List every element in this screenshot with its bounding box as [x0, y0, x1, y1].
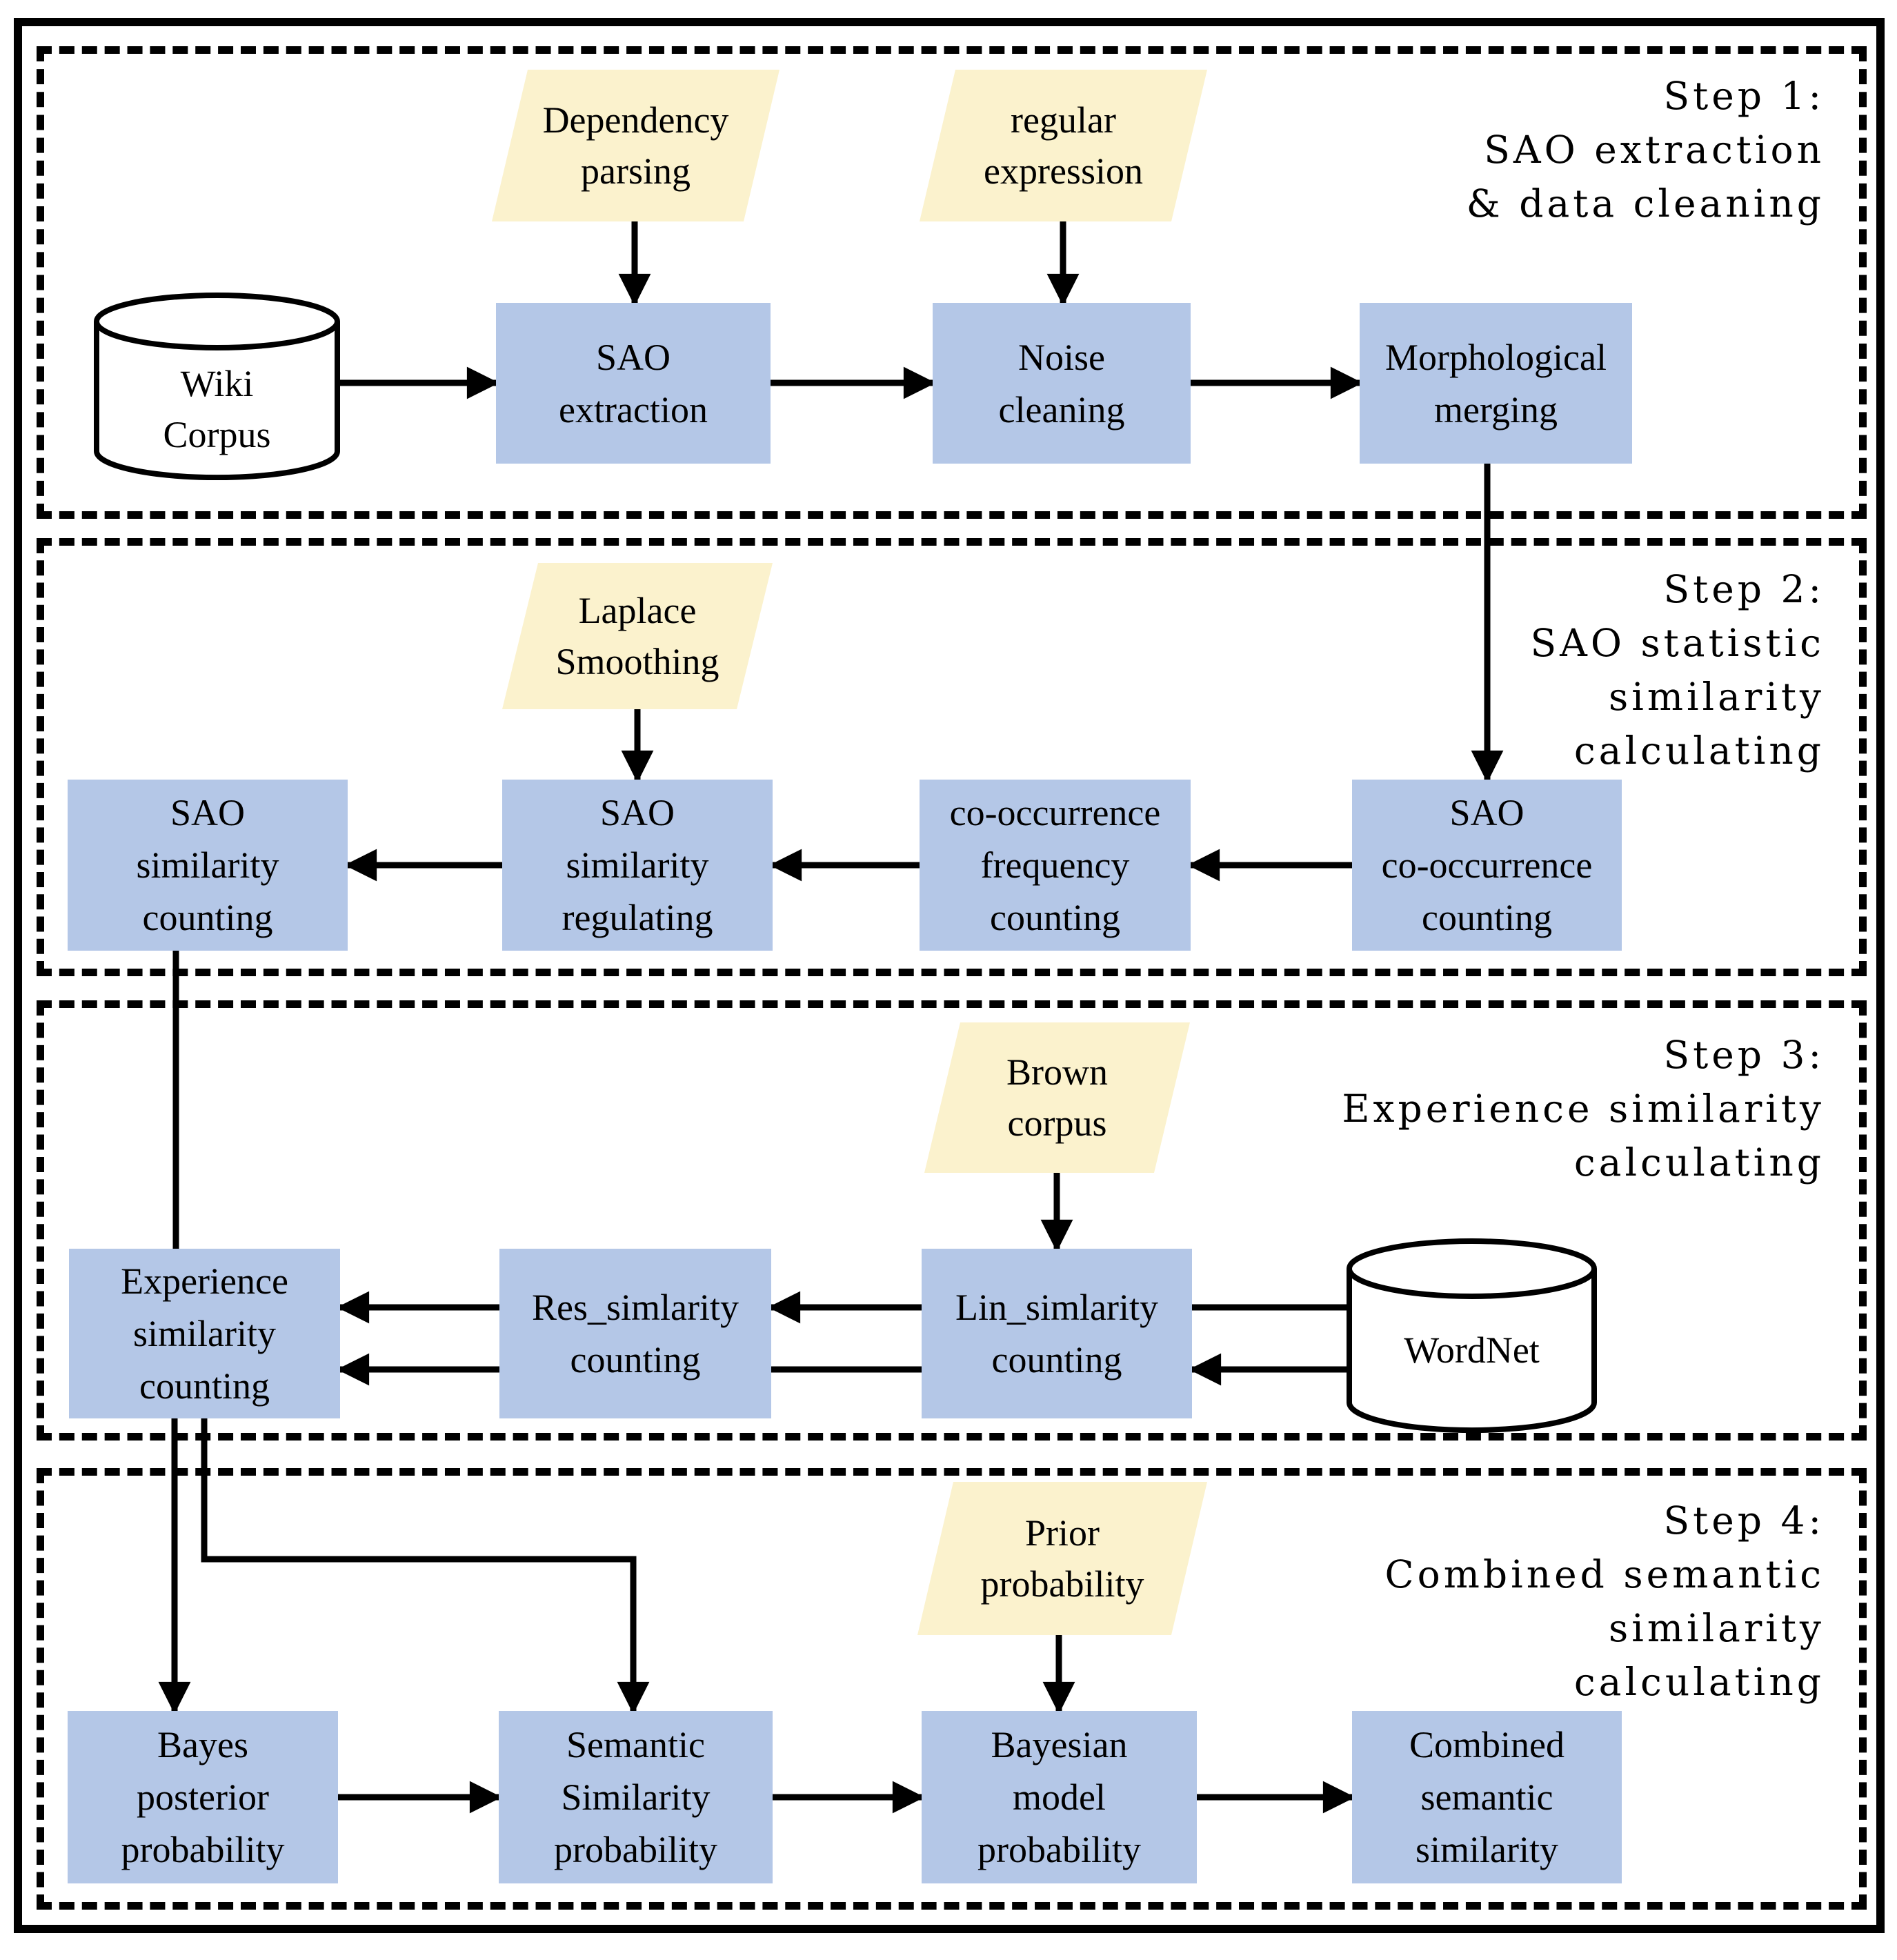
- edge-experience-to-semantic: [201, 1418, 650, 1714]
- wordnet-label: WordNet: [1404, 1329, 1540, 1371]
- outer-border: [14, 18, 1885, 1933]
- sao-cooccurrence-counting-process: SAO co-occurrence counting: [1352, 780, 1622, 951]
- brown-corpus-input: Brown corpus: [924, 1022, 1190, 1173]
- morphological-merging-process: Morphological merging: [1360, 303, 1632, 464]
- wordnet-datastore: WordNet: [1347, 1238, 1597, 1433]
- regular-expression-input: regular expression: [920, 70, 1207, 221]
- res-simlarity-counting-process: Res_simlarity counting: [499, 1249, 771, 1418]
- bayes-posterior-probability-process: Bayes posterior probability: [68, 1711, 338, 1883]
- step3-container: [37, 1000, 1867, 1441]
- dependency-parsing-input: Dependency parsing: [492, 70, 779, 221]
- wiki-corpus-datastore: Wiki Corpus: [94, 293, 340, 480]
- wiki-corpus-label: Wiki Corpus: [163, 363, 271, 455]
- noise-cleaning-process: Noise cleaning: [933, 303, 1191, 464]
- sao-extraction-process: SAO extraction: [496, 303, 771, 464]
- experience-similarity-counting-process: Experience similarity counting: [69, 1249, 340, 1418]
- sao-similarity-counting-process: SAO similarity counting: [68, 780, 348, 951]
- step2-label: Step 2: SAO statistic similarity calcula…: [1530, 567, 1825, 773]
- prior-probability-input: Prior probability: [917, 1482, 1207, 1635]
- step3-label: Step 3: Experience similarity calculatin…: [1342, 1033, 1825, 1185]
- step2-container: [37, 538, 1867, 976]
- step1-label: Step 1: SAO extraction & data cleaning: [1466, 74, 1825, 226]
- sao-similarity-regulating-process: SAO similarity regulating: [502, 780, 773, 951]
- bayesian-model-probability-process: Bayesian model probability: [922, 1711, 1197, 1883]
- step4-container: [37, 1468, 1867, 1910]
- semantic-similarity-probability-process: Semantic Similarity probability: [499, 1711, 773, 1883]
- cylinder-icon: [1347, 1238, 1597, 1433]
- step1-container: [37, 46, 1867, 519]
- step4-label: Step 4: Combined semantic similarity cal…: [1384, 1498, 1825, 1704]
- laplace-smoothing-input: Laplace Smoothing: [502, 563, 773, 709]
- cylinder-icon: [94, 293, 340, 480]
- combined-semantic-similarity-process: Combined semantic similarity: [1352, 1711, 1622, 1883]
- cooccurrence-frequency-counting-process: co-occurrence frequency counting: [920, 780, 1191, 951]
- lin-simlarity-counting-process: Lin_simlarity counting: [922, 1249, 1192, 1418]
